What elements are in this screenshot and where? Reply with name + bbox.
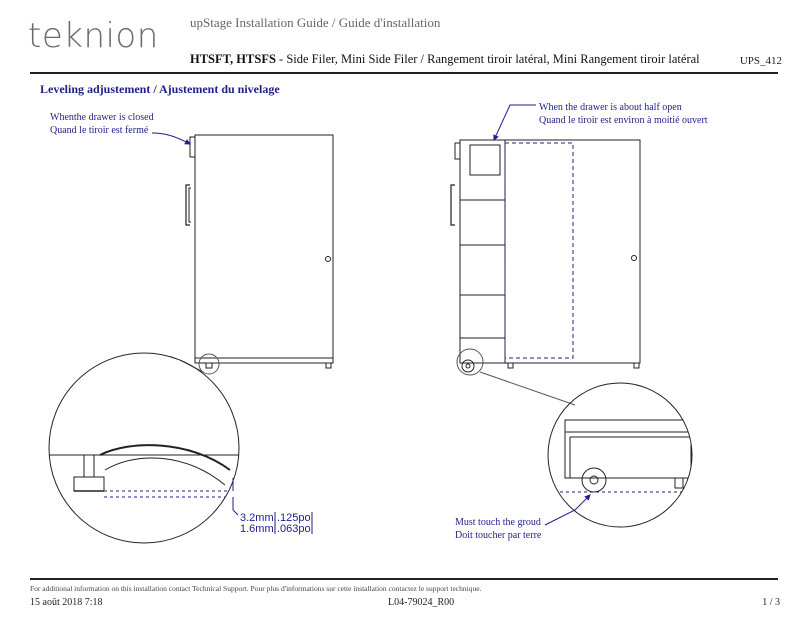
callout-closed-fr: Quand le tiroir est fermé <box>50 125 149 136</box>
footer-code: L04-79024_R00 <box>388 597 455 608</box>
zoom-detail-leveler <box>49 444 239 498</box>
document-code: UPS_412 <box>739 55 782 67</box>
dim-in-large: .125po <box>277 512 311 524</box>
cabinet-closed <box>185 134 334 375</box>
callout-closed-en: Whenthe drawer is closed <box>50 112 154 123</box>
dim-mm-small: 1.6mm <box>240 523 274 535</box>
callout-touch-ground: Must touch the groud Doit toucher par te… <box>455 516 541 542</box>
product-models: HTSFT, HTSFS <box>190 52 276 66</box>
dimension-arrows <box>232 478 239 516</box>
dim-mm-large: 3.2mm <box>240 512 274 524</box>
guide-title: upStage Installation Guide / Guide d'ins… <box>190 15 441 30</box>
zoom-detail-caster <box>560 419 692 493</box>
product-description: - Side Filer, Mini Side Filer / Rangemen… <box>275 52 700 66</box>
teknion-logo: teknion <box>28 16 159 56</box>
product-title: HTSFT, HTSFS - Side Filer, Mini Side Fil… <box>190 52 700 67</box>
callout-closed: Whenthe drawer is closed Quand le tiroir… <box>50 111 154 137</box>
dim-in-small: .063po <box>277 523 311 535</box>
callout-touch-fr: Doit toucher par terre <box>455 530 542 541</box>
header-rule <box>30 72 778 74</box>
footer-note: For additional information on this insta… <box>30 584 482 593</box>
footer-date: 15 août 2018 7:18 <box>30 597 103 608</box>
zoom-circle-left <box>48 352 240 544</box>
section-heading: Leveling adjustement / Ajustement du niv… <box>40 82 280 96</box>
cabinet-half-open <box>450 139 641 376</box>
footer-rule <box>30 578 778 580</box>
callout-touch-en: Must touch the groud <box>455 517 541 528</box>
callout-half-open: When the drawer is about half open Quand… <box>539 101 708 127</box>
page-number: 1 / 3 <box>762 597 780 608</box>
callout-half-open-en: When the drawer is about half open <box>539 102 682 113</box>
zoom-circle-right <box>547 382 693 528</box>
callout-half-open-fr: Quand le tiroir est environ à moitié ouv… <box>539 115 708 126</box>
